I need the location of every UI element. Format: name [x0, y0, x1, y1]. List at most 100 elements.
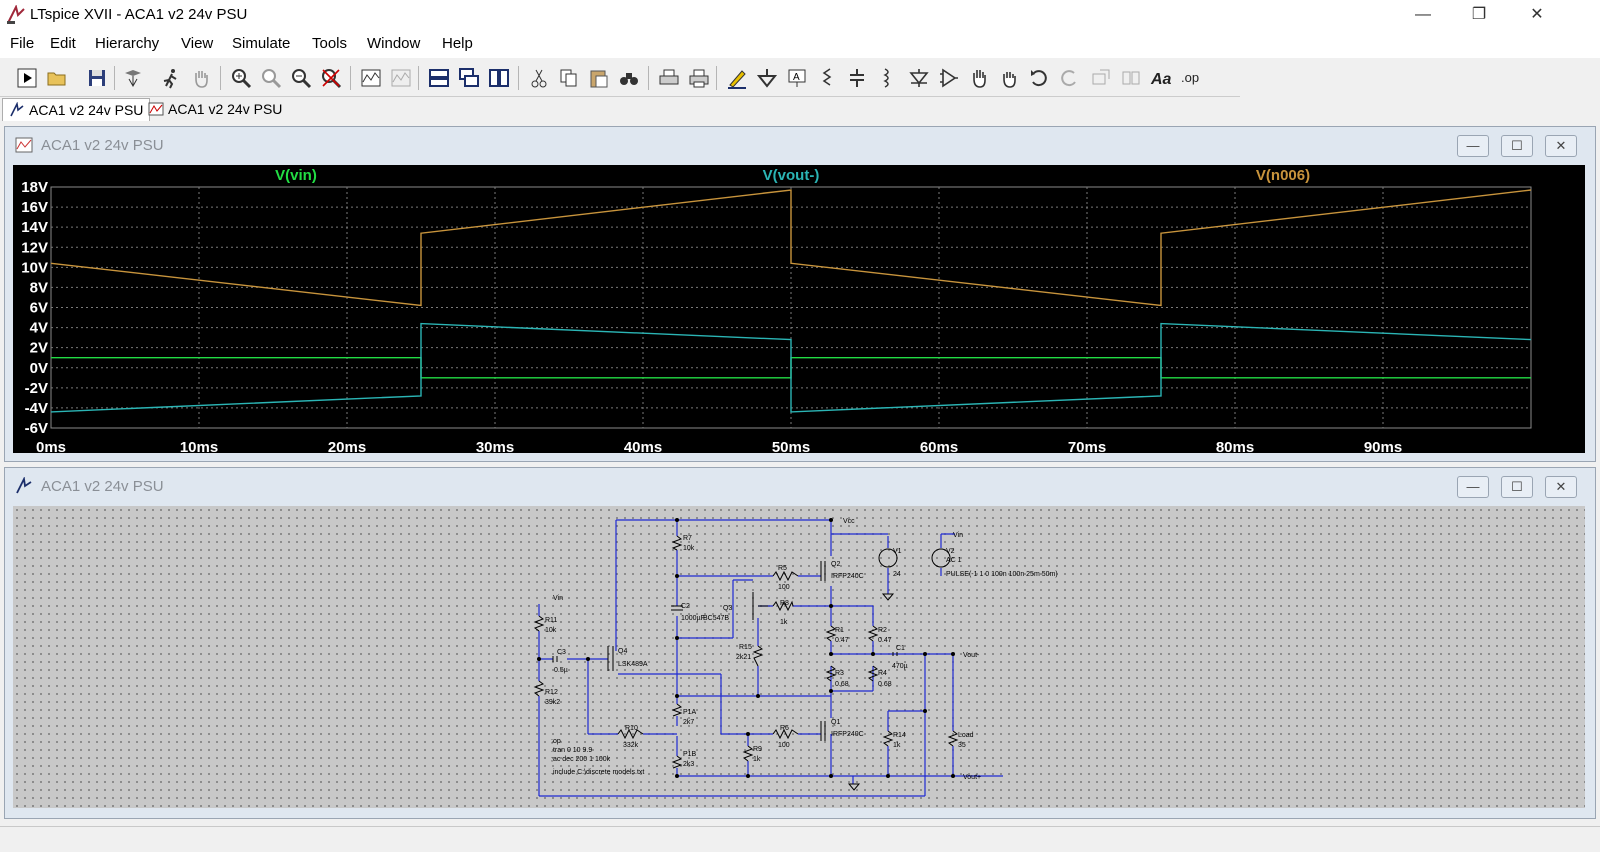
zoom-cancel-icon[interactable]: [318, 65, 344, 91]
schematic-minimize-button[interactable]: —: [1457, 476, 1489, 498]
waveform-window-caption[interactable]: ACA1 v2 24v PSU — ☐ ✕: [5, 127, 1595, 161]
svg-text:470µ: 470µ: [892, 663, 908, 670]
resistor-icon[interactable]: [814, 65, 840, 91]
schematic-close-button[interactable]: ✕: [1545, 476, 1577, 498]
waveform-grid-icon[interactable]: [388, 65, 414, 91]
spice-directive-icon[interactable]: .op: [1178, 65, 1204, 91]
menu-help[interactable]: Help: [442, 35, 473, 52]
svg-text:332k: 332k: [623, 742, 639, 749]
y-tick-label: -2V: [25, 380, 48, 397]
x-tick-label: 90ms: [1364, 439, 1402, 453]
svg-text:R12: R12: [545, 689, 558, 696]
tab-label: ACA1 v2 24v PSU: [168, 101, 283, 117]
rotate-icon[interactable]: [1088, 65, 1114, 91]
menu-tools[interactable]: Tools: [312, 35, 348, 52]
schematic-window-caption[interactable]: ACA1 v2 24v PSU — ☐ ✕: [5, 468, 1595, 502]
text-icon[interactable]: Aa: [1148, 65, 1174, 91]
net-label-vout-plus: Vout+: [963, 774, 981, 781]
print-icon[interactable]: [686, 65, 712, 91]
zoom-out-icon[interactable]: [288, 65, 314, 91]
svg-text:39k2: 39k2: [545, 699, 560, 706]
svg-text:BC547B: BC547B: [703, 615, 729, 622]
svg-text:R7: R7: [683, 535, 692, 542]
waveform-close-button[interactable]: ✕: [1545, 135, 1577, 157]
redo-icon[interactable]: [1056, 65, 1082, 91]
svg-text:LSK489A: LSK489A: [618, 661, 648, 668]
component-icon[interactable]: [936, 65, 962, 91]
undo-icon[interactable]: [1026, 65, 1052, 91]
toolbar: A Aa .op: [0, 60, 1240, 97]
move-hand-icon[interactable]: [966, 65, 992, 91]
print-setup-icon[interactable]: [656, 65, 682, 91]
tile-vertical-icon[interactable]: [486, 65, 512, 91]
waveform-icon[interactable]: [358, 65, 384, 91]
menu-file[interactable]: File: [10, 35, 35, 52]
svg-text:100: 100: [778, 584, 790, 591]
pan-hand-icon[interactable]: [188, 65, 214, 91]
svg-text:R2: R2: [878, 627, 887, 634]
zoom-fit-icon[interactable]: [258, 65, 284, 91]
y-tick-label: -6V: [25, 420, 48, 437]
drag-hand-icon[interactable]: [996, 65, 1022, 91]
capacitor-icon[interactable]: [844, 65, 870, 91]
close-button[interactable]: ✕: [1530, 6, 1544, 23]
svg-text:IRFP240C: IRFP240C: [831, 573, 864, 580]
net-label-vin: Vin: [953, 532, 963, 539]
schematic-tab-icon: [10, 102, 24, 117]
menu-view[interactable]: View: [181, 35, 214, 52]
cut-icon[interactable]: [526, 65, 552, 91]
y-tick-label: 4V: [30, 320, 48, 337]
paste-icon[interactable]: [586, 65, 612, 91]
menu-edit[interactable]: Edit: [50, 35, 76, 52]
open-icon[interactable]: [44, 65, 70, 91]
x-tick-label: 70ms: [1068, 439, 1106, 453]
waveform-window-title: ACA1 v2 24v PSU: [41, 137, 164, 154]
save-icon[interactable]: [84, 65, 110, 91]
menu-window[interactable]: Window: [367, 35, 421, 52]
series-line-2: [50, 189, 1532, 307]
y-tick-label: 2V: [30, 340, 48, 357]
schematic-wires: [538, 519, 1003, 797]
copy-icon[interactable]: [556, 65, 582, 91]
zoom-in-icon[interactable]: [228, 65, 254, 91]
svg-text:100: 100: [778, 742, 790, 749]
diode-icon[interactable]: [906, 65, 932, 91]
find-icon[interactable]: [616, 65, 642, 91]
label-icon[interactable]: A: [784, 65, 810, 91]
waveform-minimize-button[interactable]: —: [1457, 135, 1489, 157]
minimize-button[interactable]: —: [1415, 6, 1431, 23]
control-panel-icon[interactable]: [120, 65, 146, 91]
waveform-maximize-button[interactable]: ☐: [1501, 135, 1533, 157]
y-tick-label: 6V: [30, 300, 48, 317]
y-tick-label: 14V: [21, 219, 48, 236]
trace-label-1: V(vout-): [763, 167, 820, 184]
tab-waveform[interactable]: ACA1 v2 24v PSU: [142, 98, 288, 120]
svg-text:R9: R9: [753, 746, 762, 753]
svg-text:R15: R15: [739, 644, 752, 651]
menu-simulate[interactable]: Simulate: [232, 35, 291, 52]
y-tick-label: 12V: [21, 239, 48, 256]
run-person-icon[interactable]: [158, 65, 184, 91]
tile-horizontal-icon[interactable]: [426, 65, 452, 91]
ground-icon[interactable]: [754, 65, 780, 91]
x-tick-label: 10ms: [180, 439, 218, 453]
svg-text:0.47: 0.47: [835, 637, 849, 644]
run-icon[interactable]: [14, 65, 40, 91]
restore-button[interactable]: ❐: [1471, 6, 1487, 23]
svg-text:1000µF: 1000µF: [681, 615, 705, 622]
inductor-icon[interactable]: [874, 65, 900, 91]
x-tick-label: 20ms: [328, 439, 366, 453]
cascade-icon[interactable]: [456, 65, 482, 91]
tab-schematic[interactable]: ACA1 v2 24v PSU: [2, 98, 151, 121]
svg-text:Q2: Q2: [831, 561, 840, 568]
svg-text:V2: V2: [946, 548, 955, 555]
mirror-icon[interactable]: [1118, 65, 1144, 91]
wire-pencil-icon[interactable]: [724, 65, 750, 91]
menu-hierarchy[interactable]: Hierarchy: [95, 35, 160, 52]
schematic-maximize-button[interactable]: ☐: [1501, 476, 1533, 498]
